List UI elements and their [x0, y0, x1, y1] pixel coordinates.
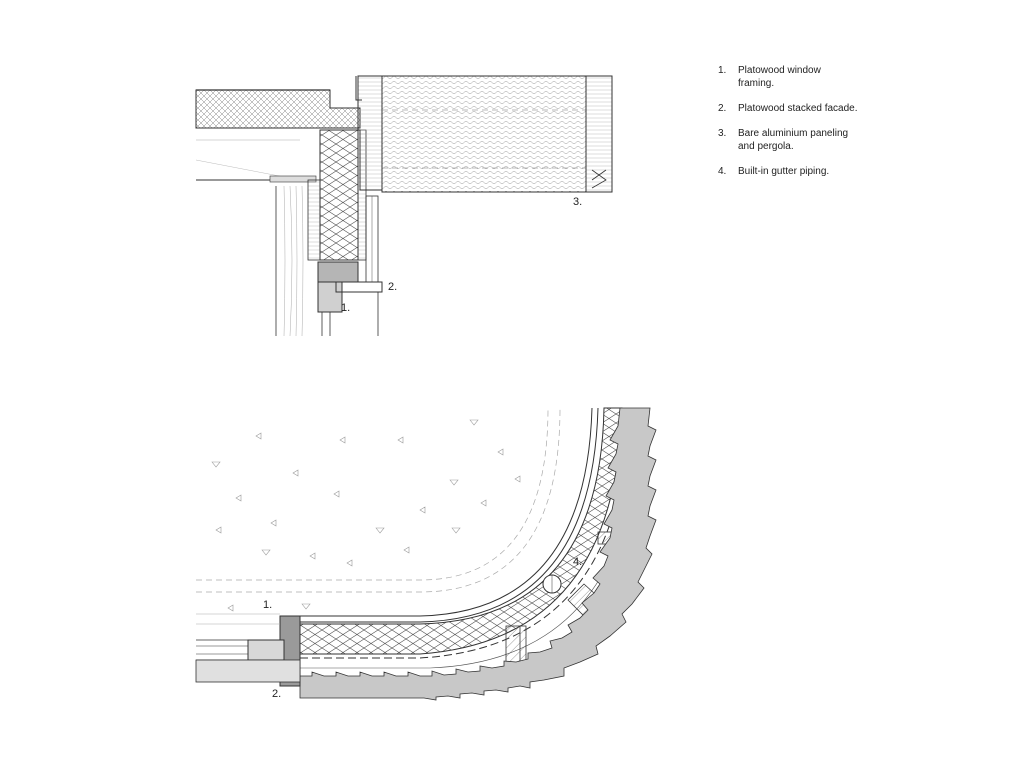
legend-item-2: 2. Platowood stacked facade. — [718, 102, 858, 115]
legend-text: Built-in gutter piping. — [738, 166, 830, 177]
window-frame-lower — [317, 281, 343, 313]
pergola-end — [585, 75, 613, 193]
window-frame-upper — [317, 261, 359, 283]
plan-callout-2: 2. — [272, 688, 282, 700]
plan-detail — [195, 407, 657, 701]
legend-num: 4. — [718, 166, 727, 177]
roof-slab — [195, 89, 361, 129]
section-callout-3: 3. — [573, 196, 583, 208]
plan-insulation — [299, 407, 623, 655]
sawtooth-facade — [299, 407, 657, 701]
parapet — [357, 75, 383, 191]
legend-item-3: 3. Bare aluminium paneling and pergola. — [718, 127, 858, 153]
wall-inner-panel — [307, 179, 321, 261]
stud-block — [505, 625, 527, 665]
section-detail — [195, 75, 613, 337]
legend-item-4: 4. Built-in gutter piping. — [718, 165, 858, 178]
plan-sill — [195, 659, 301, 683]
legend-num: 2. — [718, 103, 727, 114]
curtain — [283, 185, 304, 337]
pergola-panel — [381, 75, 587, 193]
legend: 1. Platowood window framing. 2. Platowoo… — [718, 64, 858, 190]
legend-item-1: 1. Platowood window framing. — [718, 64, 858, 90]
floor-texture — [211, 419, 521, 612]
ceiling-plate — [269, 175, 317, 183]
legend-text: Platowood window framing. — [738, 65, 821, 89]
wall-insulation — [319, 129, 359, 261]
plan-window-sash — [247, 639, 285, 661]
plan-callout-4: 4. — [573, 556, 583, 568]
legend-num: 3. — [718, 128, 727, 139]
section-callout-1: 1. — [341, 302, 351, 314]
plan-callout-1: 1. — [263, 599, 273, 611]
legend-text: Platowood stacked facade. — [738, 103, 858, 114]
legend-text: Bare aluminium paneling and pergola. — [738, 128, 849, 152]
legend-num: 1. — [718, 65, 727, 76]
section-callout-2: 2. — [388, 281, 398, 293]
